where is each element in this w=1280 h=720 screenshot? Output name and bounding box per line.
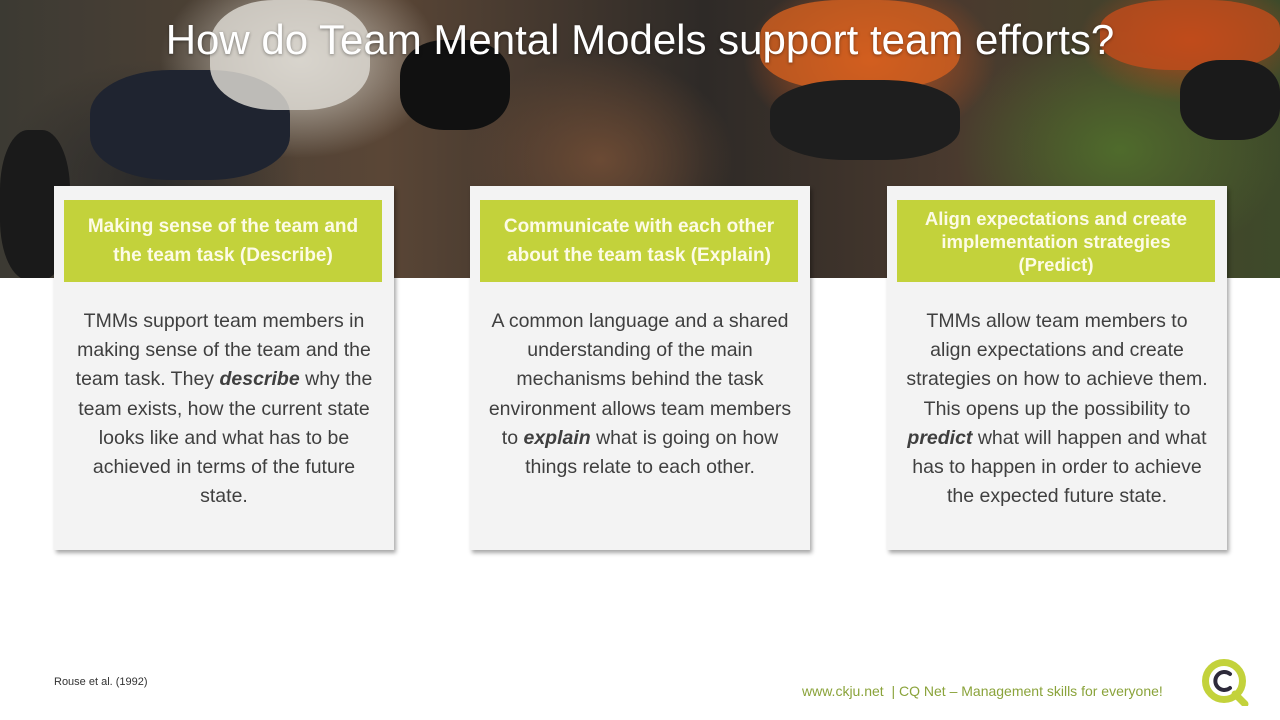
card-body: A common language and a shared understan…: [488, 310, 792, 479]
card-explain: Communicate with each other about the te…: [470, 186, 810, 550]
card-body: TMMs support team members in making sens…: [75, 310, 373, 508]
card-heading: Making sense of the team and the team ta…: [64, 200, 382, 282]
card-heading: Align expectations and create implementa…: [897, 200, 1215, 282]
slide-title: How do Team Mental Models support team e…: [165, 16, 1115, 63]
cq-logo-icon: [1202, 659, 1249, 706]
card-predict: Align expectations and create implementa…: [887, 186, 1227, 550]
card-heading: Communicate with each other about the te…: [480, 200, 798, 282]
citation: Rouse et al. (1992): [54, 676, 148, 688]
card-body: TMMs allow team members to align expecta…: [906, 310, 1208, 508]
footer-text: www.ckju.net | CQ Net – Management skill…: [802, 683, 1163, 699]
card-describe: Making sense of the team and the team ta…: [54, 186, 394, 550]
